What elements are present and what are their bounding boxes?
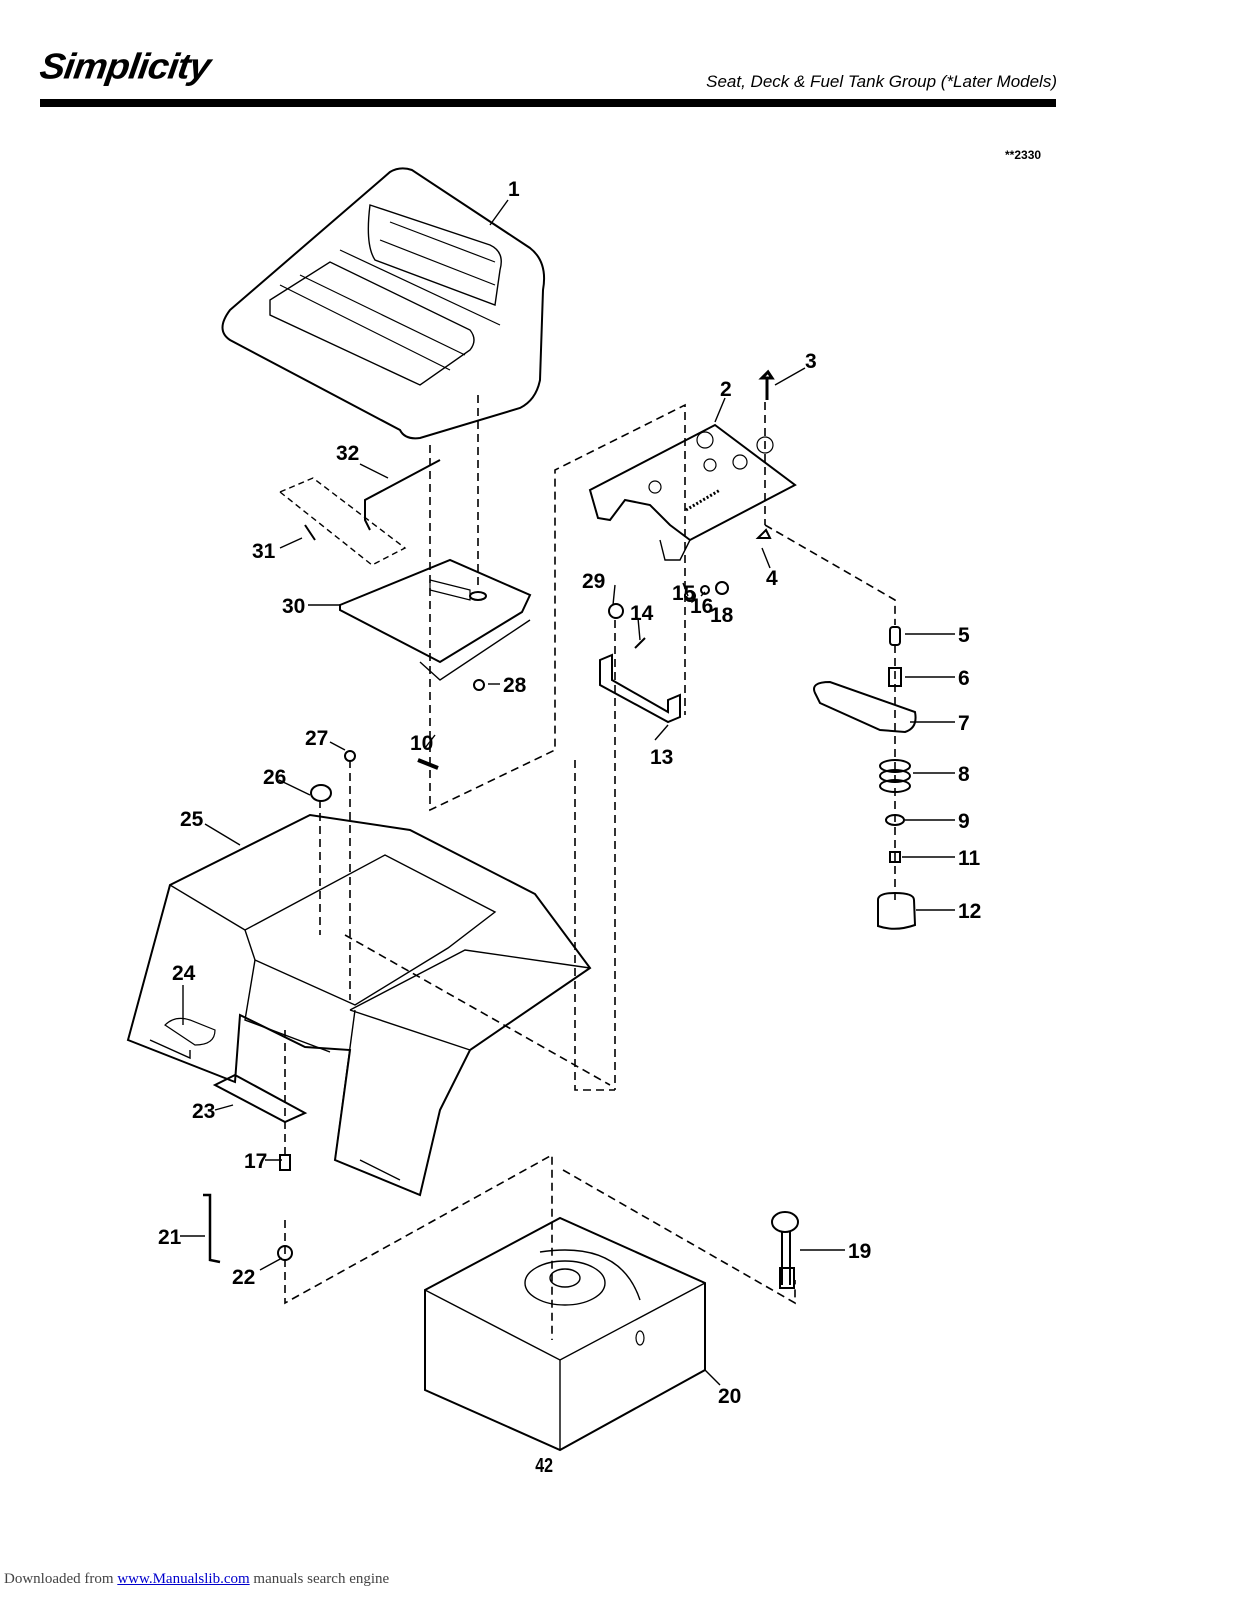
- bracket-part: [599, 653, 681, 724]
- callout-30: 30: [282, 595, 305, 618]
- page-number: 42: [535, 1455, 554, 1477]
- callout-14: 14: [630, 602, 654, 625]
- model-code: **2330: [1005, 148, 1042, 162]
- callout-10: 10: [410, 732, 433, 755]
- callout-28: 28: [503, 674, 527, 697]
- callout-24: 24: [172, 962, 196, 985]
- callout-18: 18: [710, 604, 734, 627]
- callout-7: 7: [958, 712, 970, 735]
- callout-5: 5: [958, 624, 970, 647]
- footer: Downloaded from www.Manualslib.com manua…: [4, 1571, 389, 1588]
- callout-12: 12: [958, 900, 981, 923]
- callout-19: 19: [848, 1240, 871, 1263]
- callout-23: 23: [192, 1100, 215, 1123]
- rod-and-pin: [278, 459, 441, 566]
- callout-20: 20: [718, 1385, 741, 1408]
- seat-mount-plate-part: [339, 558, 532, 681]
- callout-22: 22: [232, 1266, 255, 1289]
- callout-27: 27: [305, 727, 328, 750]
- footer-suffix: manuals search engine: [249, 1571, 390, 1587]
- hardware-parts: [277, 528, 772, 1261]
- fuel-tank-part: [424, 1216, 706, 1452]
- callout-labels: 1 2 3 4 5 6 7 8 9 10 11 12 13 14 15 16 1…: [158, 178, 981, 1408]
- callout-26: 26: [263, 766, 286, 789]
- callout-21: 21: [158, 1226, 182, 1249]
- callout-6: 6: [958, 667, 970, 690]
- page-title: Seat, Deck & Fuel Tank Group (*Later Mod…: [706, 72, 1057, 91]
- footer-prefix: Downloaded from: [4, 1571, 118, 1587]
- callout-17: 17: [244, 1150, 267, 1173]
- callout-13: 13: [650, 746, 673, 769]
- callout-31: 31: [252, 540, 276, 563]
- callout-9: 9: [958, 810, 970, 833]
- callout-4: 4: [766, 567, 778, 590]
- strap-part: [212, 1073, 308, 1124]
- callout-8: 8: [958, 763, 970, 786]
- callout-15: 15: [672, 582, 696, 605]
- callout-32: 32: [336, 442, 359, 465]
- callout-1: 1: [508, 178, 520, 201]
- fuel-cap-gauge-part: [771, 1211, 799, 1289]
- header-rule: [40, 99, 1056, 107]
- manualslib-link[interactable]: www.Manualslib.com: [117, 1571, 250, 1587]
- assembly-guide-lines: [284, 395, 896, 1340]
- fuel-line-part: [203, 1193, 221, 1264]
- callout-11: 11: [958, 847, 981, 870]
- seat-adjust-plate-part: [588, 423, 797, 561]
- deck-part: [126, 813, 592, 1197]
- seat-pivot-stack: [813, 626, 917, 930]
- callouts: [180, 199, 955, 1386]
- callout-3: 3: [805, 350, 817, 373]
- callout-2: 2: [720, 378, 732, 401]
- callout-16: 16: [690, 595, 713, 618]
- bolt-3: [758, 369, 775, 400]
- seat-part: [221, 167, 546, 440]
- callout-29: 29: [582, 570, 605, 593]
- callout-25: 25: [180, 808, 204, 831]
